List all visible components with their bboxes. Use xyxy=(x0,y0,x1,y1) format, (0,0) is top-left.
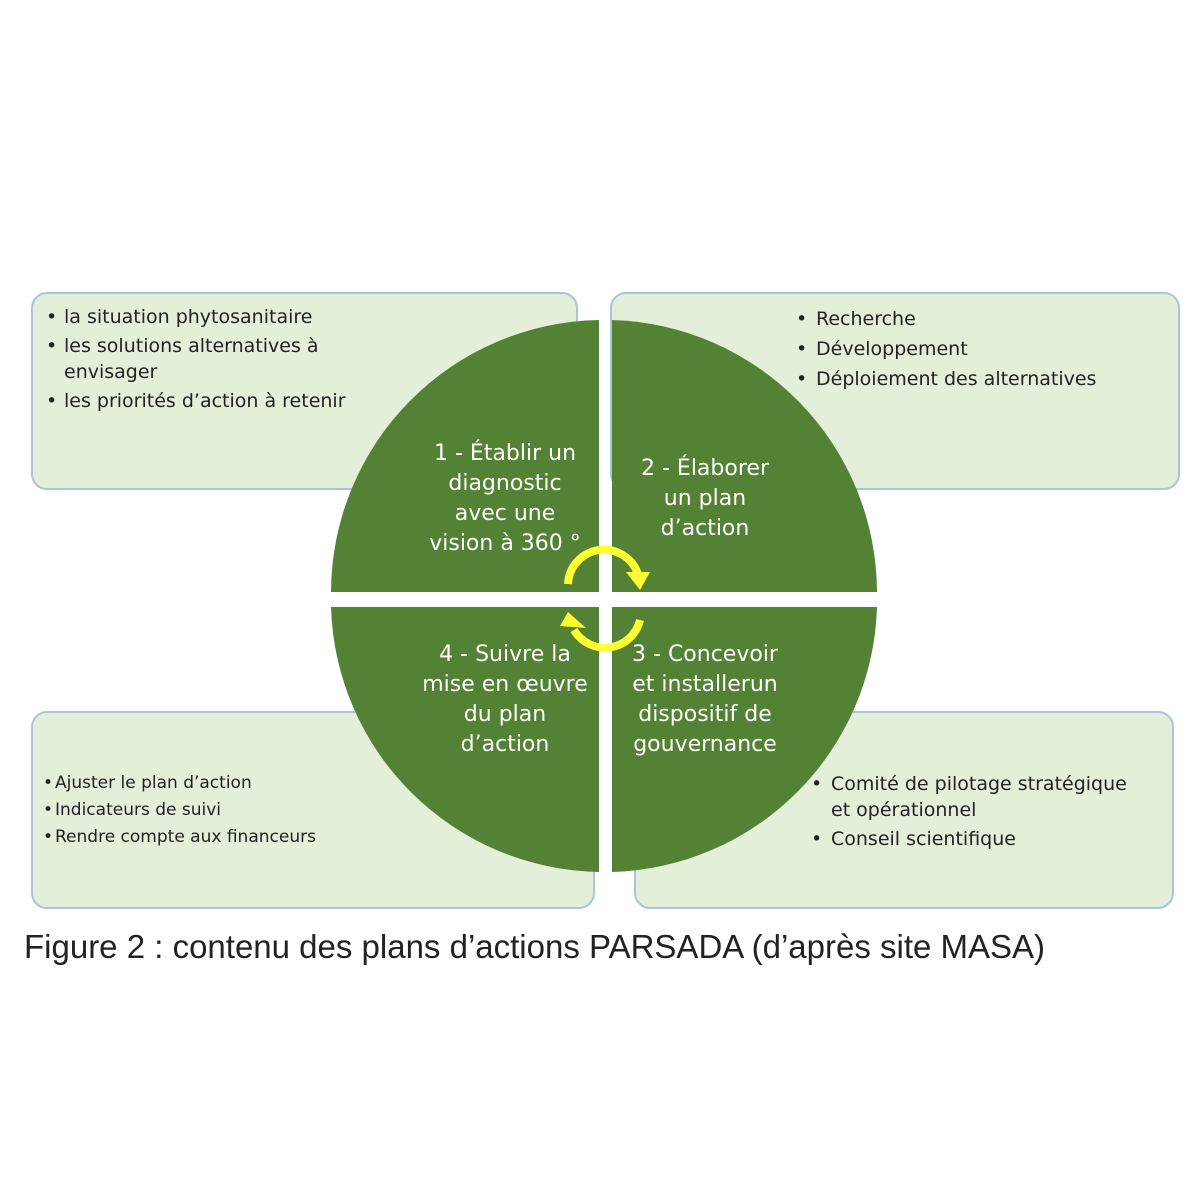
bullet-list-gouvernance: Comité de pilotage stratégique et opérat… xyxy=(811,771,1151,855)
list-item: Rendre compte aux financeurs xyxy=(43,824,373,851)
list-item: la situation phytosanitaire xyxy=(46,304,376,330)
cycle-arrow-icon xyxy=(564,545,650,590)
quadrant-1-title: 1 - Établir un diagnostic avec une visio… xyxy=(429,441,581,556)
list-item: Développement xyxy=(796,334,1116,364)
quadrant-3-title: 3 - Concevoir et installerun dispositif … xyxy=(632,642,778,757)
figure-caption: Figure 2 : contenu des plans d’actions P… xyxy=(24,928,1046,965)
quadrant-2-title: 2 - Élaborer un plan d’action xyxy=(641,456,769,541)
list-item: Conseil scientifique xyxy=(811,826,1151,852)
list-item: Comité de pilotage stratégique et opérat… xyxy=(811,771,1151,823)
quadrant-4-title: 4 - Suivre la mise en œuvre du plan d’ac… xyxy=(422,642,588,757)
list-item: les priorités d’action à retenir xyxy=(46,388,376,414)
quadrant-4-shape xyxy=(331,607,599,872)
list-item: Recherche xyxy=(796,304,1116,334)
list-item: Ajuster le plan d’action xyxy=(43,770,373,797)
list-item: Déploiement des alternatives xyxy=(796,364,1116,394)
bullet-list-plan: Recherche Développement Déploiement des … xyxy=(796,304,1116,394)
list-item: Indicateurs de suivi xyxy=(43,797,373,824)
bullet-list-diagnostic: la situation phytosanitaire les solution… xyxy=(46,304,376,417)
bullet-list-suivi: Ajuster le plan d’action Indicateurs de … xyxy=(43,770,373,851)
cycle-arrow-icon xyxy=(560,612,644,652)
quadrant-3-shape xyxy=(612,607,877,872)
quadrant-1-shape xyxy=(331,320,599,592)
quadrant-2-shape xyxy=(612,320,877,592)
list-item: les solutions alternatives à envisager xyxy=(46,333,376,385)
